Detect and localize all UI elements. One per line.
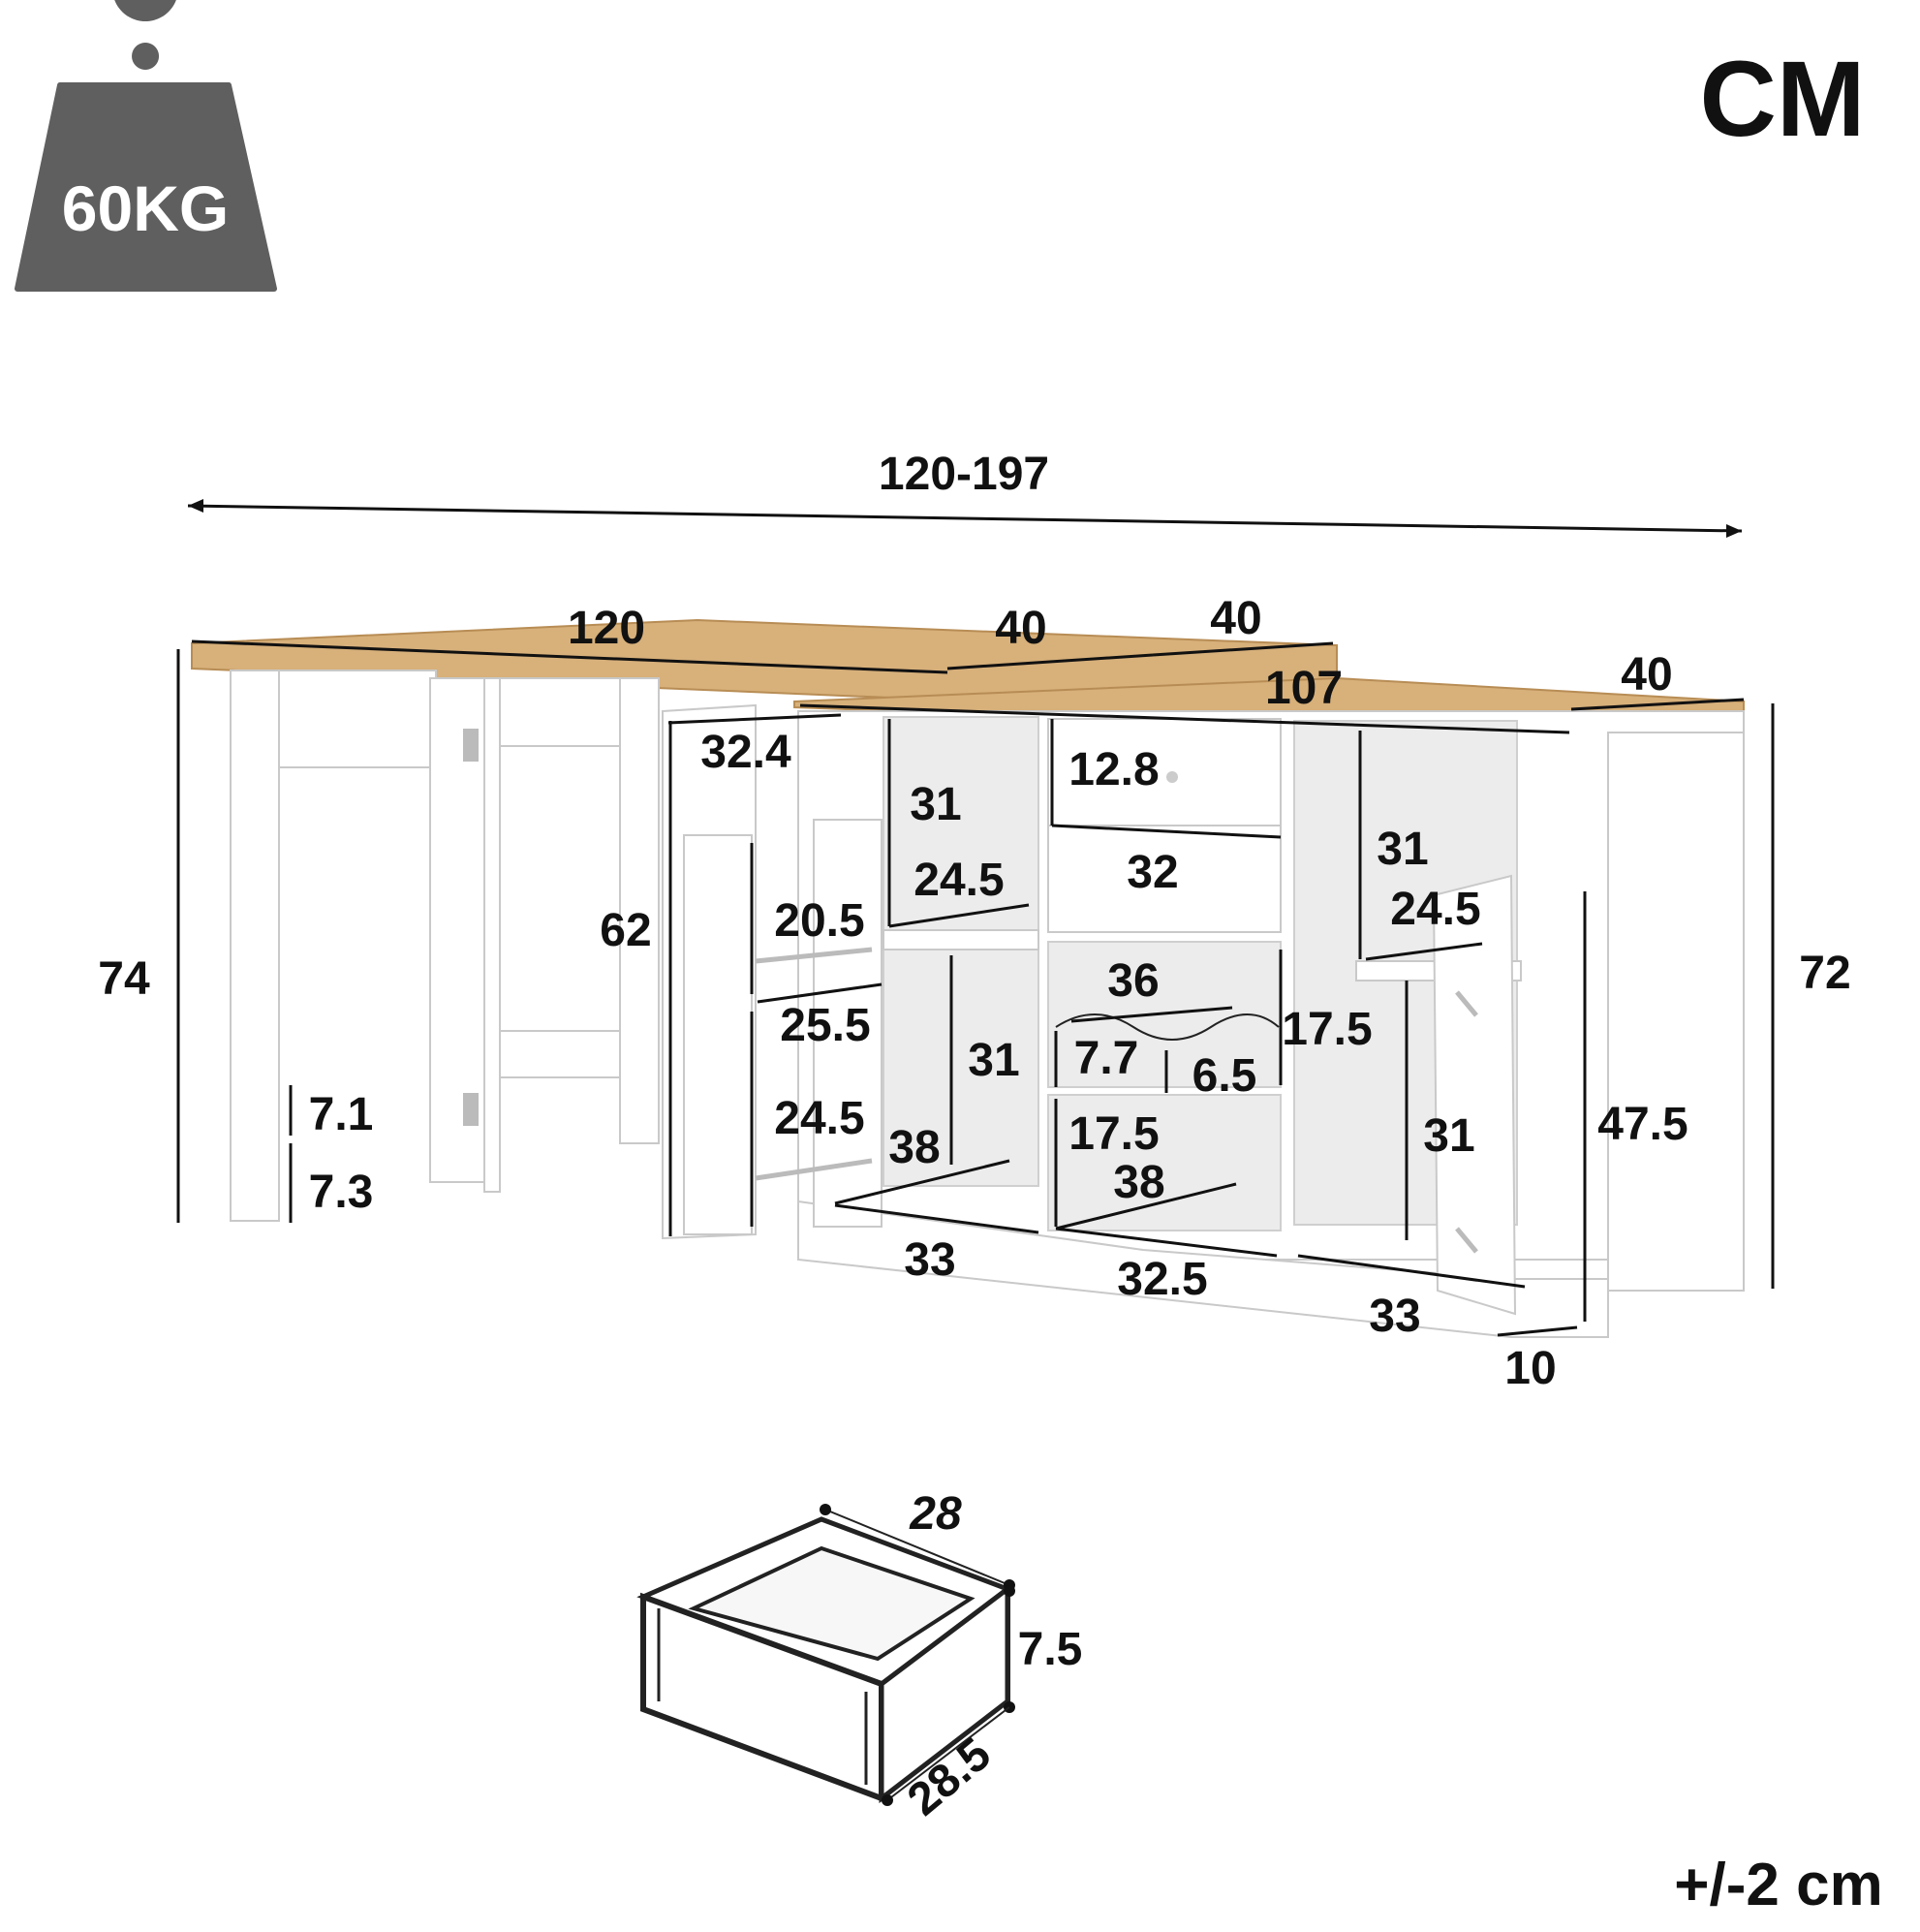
wine-rack-width-line <box>1070 1006 1233 1023</box>
overall-width-label: 120-197 <box>879 449 1049 500</box>
center-lower-height-label: 17.5 <box>1068 1108 1159 1160</box>
left-door-shelf-depth-label: 25.5 <box>780 1000 870 1051</box>
drawer-height-label: 12.8 <box>1068 744 1159 795</box>
drawer-width-line <box>1051 824 1282 839</box>
wine-rack-width-label: 36 <box>1107 955 1159 1007</box>
right-compartment-upper-height-label: 31 <box>1377 824 1428 875</box>
center-width-line <box>1055 1227 1278 1258</box>
wine-rack-slot-a-label: 7.7 <box>1074 1033 1139 1084</box>
desk-height-label: 74 <box>98 953 150 1005</box>
left-compartment-lower-depth-label: 38 <box>888 1122 940 1173</box>
left-compartment-lower-height-label: 31 <box>968 1035 1019 1086</box>
left-compartment-lower-depth-line <box>834 1159 1010 1205</box>
right-door-depth-label: 10 <box>1504 1343 1556 1394</box>
left-door-width-label: 32.4 <box>700 727 791 778</box>
right-compartment-upper-depth-label: 24.5 <box>1390 884 1480 935</box>
left-compartment-upper-depth-line <box>888 903 1030 928</box>
right-compartment-upper-depth-line <box>1365 942 1483 961</box>
top-extension-b-label: 40 <box>1210 593 1261 644</box>
cabinet-depth-line <box>1570 698 1745 711</box>
left-door-shelf-depth-line <box>757 982 883 1004</box>
cabinet-length-label: 107 <box>1265 663 1343 714</box>
drawer-depth-line <box>886 1706 1010 1801</box>
left-compartment-width-label: 33 <box>904 1234 955 1286</box>
center-width-label: 32.5 <box>1117 1254 1207 1305</box>
center-lower-depth-line <box>1055 1182 1237 1231</box>
leg-gap-upper-label: 7.1 <box>309 1089 374 1140</box>
left-door-width-line <box>667 713 842 725</box>
drawer-width-label: 32 <box>1127 847 1178 898</box>
tolerance-label: +/-2 cm <box>1674 1852 1882 1918</box>
left-compartment-upper-depth-label: 24.5 <box>914 855 1004 906</box>
cabinet-length-line <box>799 703 1570 734</box>
right-door-depth-line <box>1497 1325 1578 1337</box>
top-extension-a-label: 40 <box>995 603 1046 654</box>
weight-icon <box>15 0 277 292</box>
left-door-height-label: 62 <box>600 905 651 956</box>
top-extension-b-line <box>1152 641 1334 657</box>
wine-rack-height-label: 17.5 <box>1282 1004 1372 1055</box>
left-door-shelf-lower-label: 24.5 <box>774 1093 864 1144</box>
cabinet-height-label: 72 <box>1799 948 1850 999</box>
weight-label: 60KG <box>62 172 229 244</box>
left-door-shelf-upper-label: 20.5 <box>774 895 864 947</box>
drawer-length-label: 28 <box>909 1488 962 1540</box>
drawer-height-detail-label: 7.5 <box>1018 1624 1083 1675</box>
desk-length-line <box>191 639 948 674</box>
drawer-length-line <box>824 1509 1010 1586</box>
top-extension-a-line <box>946 653 1154 670</box>
desk-body <box>191 618 1338 1222</box>
cabinet-depth-label: 40 <box>1621 649 1672 701</box>
right-compartment-lower-height-label: 31 <box>1423 1110 1474 1162</box>
unit-label: CM <box>1699 40 1865 159</box>
overall-width-line <box>187 504 1743 533</box>
center-lower-depth-label: 38 <box>1113 1157 1164 1208</box>
right-door-height-label: 47.5 <box>1597 1099 1688 1150</box>
right-compartment-width-line <box>1297 1254 1526 1289</box>
wine-rack-slot-b-label: 6.5 <box>1192 1050 1257 1102</box>
left-compartment-upper-height-label: 31 <box>910 779 961 830</box>
left-compartment-width-line <box>834 1203 1039 1234</box>
desk-length-label: 120 <box>568 603 645 654</box>
right-compartment-width-label: 33 <box>1369 1291 1420 1342</box>
leg-gap-lower-label: 7.3 <box>309 1167 374 1218</box>
